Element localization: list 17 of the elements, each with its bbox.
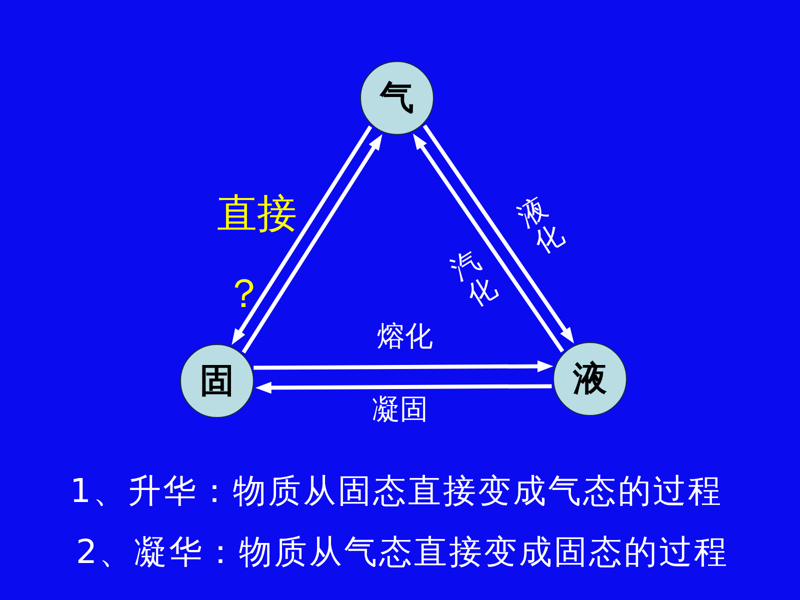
question-mark-text: ？: [224, 272, 264, 316]
arrow: [412, 134, 564, 352]
edge-label: 汽化: [446, 245, 502, 313]
arrow: [242, 134, 382, 354]
state-label: 液: [573, 362, 607, 396]
edge-label: 熔化: [377, 322, 433, 352]
arrow: [232, 126, 372, 345]
arrow: [254, 360, 554, 372]
state-label: 固: [200, 364, 234, 398]
state-label: 气: [380, 81, 414, 115]
definition-text: 2、凝华：物质从气态直接变成固态的过程: [76, 532, 729, 572]
definition-text: 1、升华：物质从固态直接变成气态的过程: [70, 471, 723, 511]
edge-label: 凝固: [372, 394, 428, 426]
arrow: [422, 124, 574, 344]
arrow: [255, 382, 552, 394]
edge-label: 液化: [512, 192, 570, 260]
annotation-text: 直接: [217, 192, 297, 236]
